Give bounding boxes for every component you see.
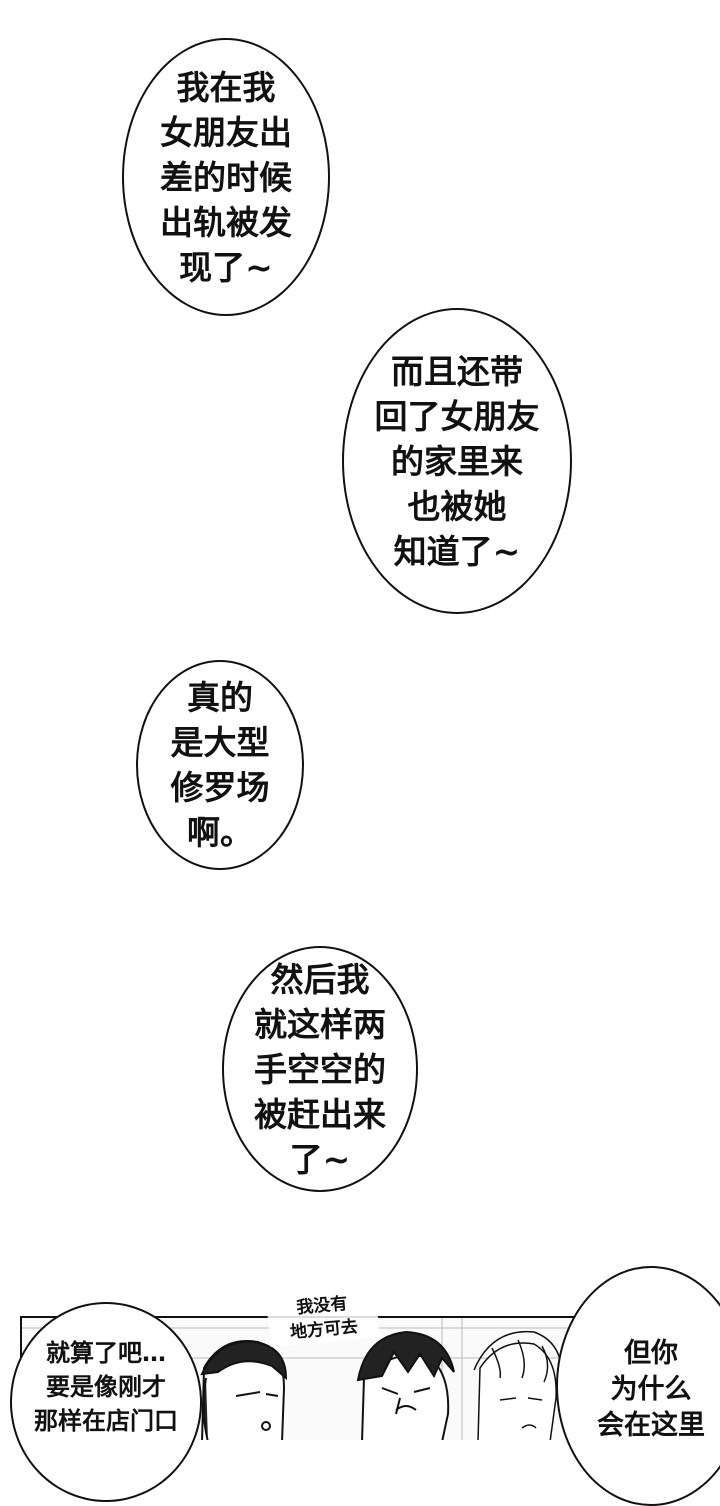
bubble-left-line-3: 那样在店门口 — [34, 1407, 178, 1435]
bubble-left-line-2: 要是像刚才 — [46, 1373, 166, 1401]
bubble-1-line-2: 女朋友出 — [160, 112, 292, 152]
bubble-4-line-1: 然后我 — [270, 959, 370, 999]
bubble-2-line-5: 知道了~ — [393, 531, 521, 571]
bubble-1-line-4: 出轨被发 — [160, 202, 292, 242]
bubble-4-line-4: 被赶出来 — [254, 1094, 386, 1134]
bubble-3-line-3: 修罗场 — [170, 768, 270, 807]
character-right — [473, 1330, 563, 1440]
bubble-2-line-3: 的家里来 — [391, 441, 523, 481]
speech-bubble-3: 真的 是大型 修罗场 啊。 — [136, 660, 304, 870]
character-middle — [356, 1330, 455, 1440]
speech-bubble-right: 但你 为什么 会在这里 — [556, 1266, 720, 1506]
bubble-left-line-1: 就算了吧… — [46, 1339, 166, 1367]
bubble-1-line-1: 我在我 — [176, 67, 276, 107]
bubble-3-line-2: 是大型 — [170, 723, 270, 762]
bubble-4-line-2: 就这样两 — [254, 1004, 386, 1044]
bubble-2-line-1: 而且还带 — [391, 351, 523, 391]
speech-bubble-2: 而且还带 回了女朋友 的家里来 也被她 知道了~ — [342, 308, 572, 614]
bubble-2-line-2: 回了女朋友 — [374, 396, 540, 436]
speech-bubble-1: 我在我 女朋友出 差的时候 出轨被发 现了~ — [122, 38, 330, 316]
bubble-right-line-1: 但你 — [624, 1338, 678, 1369]
bubble-1-line-5: 现了~ — [179, 247, 273, 287]
bubble-4-line-5: 了~ — [289, 1139, 351, 1179]
speech-bubble-4: 然后我 就这样两 手空空的 被赶出来 了~ — [222, 946, 418, 1192]
bubble-1-line-3: 差的时候 — [160, 157, 292, 197]
handwritten-note: 我没有 地方可去 — [266, 1289, 380, 1347]
bubble-right-line-2: 为什么 — [610, 1374, 692, 1405]
bubble-3-line-4: 啊。 — [187, 813, 253, 852]
character-left — [200, 1340, 288, 1440]
bubble-right-line-3: 会在这里 — [597, 1410, 705, 1441]
bubble-4-line-3: 手空空的 — [254, 1049, 386, 1089]
speech-bubble-left: 就算了吧… 要是像刚才 那样在店门口 — [10, 1302, 202, 1502]
bubble-2-line-4: 也被她 — [407, 486, 507, 526]
bubble-3-line-1: 真的 — [187, 678, 253, 717]
